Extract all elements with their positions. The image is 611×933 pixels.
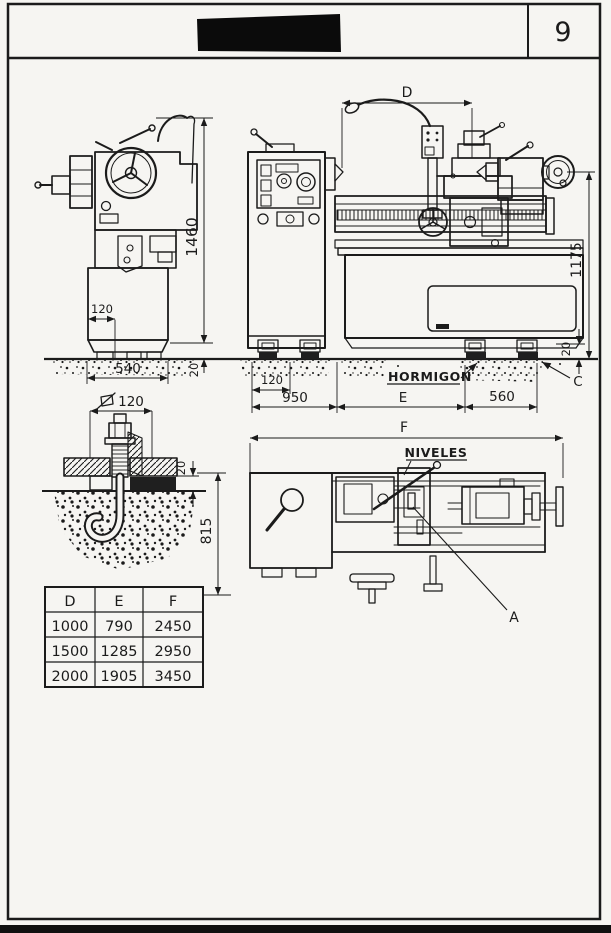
side-view-machine <box>34 114 198 360</box>
table-cell: 790 <box>105 619 133 635</box>
lamp-arm-icon <box>354 98 432 128</box>
side-view-dimensions: 1460 20 120 540 <box>86 117 213 384</box>
cabinet-door <box>427 285 577 332</box>
control-panel <box>256 159 321 209</box>
ref-label-a: A <box>509 610 519 626</box>
dim-front-span: D <box>402 85 413 101</box>
table-cell: 2950 <box>155 644 192 660</box>
dim-anchor-plate: 20 <box>174 461 188 476</box>
anchor-bolt-icon <box>63 413 178 491</box>
anchor-bolt-detail: 120 20 815 <box>42 392 231 596</box>
table-cell: 1905 <box>101 669 138 685</box>
dimension-table: D E F 1000 790 2450 1500 1285 2950 2000 … <box>44 586 204 688</box>
apron-handwheel-icon <box>418 207 448 237</box>
table-cell: 1000 <box>52 619 89 635</box>
front-view-dimensions: D 1175 20 120 950 E 560 HORMIGON C <box>251 85 595 413</box>
table-cell: 1500 <box>52 644 89 660</box>
table-header-f: F <box>169 594 177 610</box>
dim-anchor-square: 120 <box>118 394 144 410</box>
dim-side-height: 1460 <box>183 217 201 256</box>
handwheel-icon <box>104 146 158 200</box>
front-view-machine <box>247 98 584 359</box>
page-number: 9 <box>554 17 571 48</box>
scan-edge <box>0 925 611 933</box>
dim-side-grout: 20 <box>187 363 201 378</box>
plan-view-machine <box>249 460 564 604</box>
dim-front-grout: 20 <box>559 342 573 357</box>
dim-front-mid-span: E <box>399 390 408 406</box>
table-header-e: E <box>114 594 123 610</box>
table-cell: 3450 <box>155 669 192 685</box>
plan-view-dimensions: F NIVELES A <box>249 420 564 626</box>
tailstock <box>497 157 544 201</box>
table-header-d: D <box>64 594 75 610</box>
table-cell: 2000 <box>52 669 89 685</box>
dim-front-left-base: 950 <box>282 390 308 406</box>
dim-plan-span: F <box>400 420 408 436</box>
ref-label-c: C <box>573 374 582 390</box>
dim-side-foot-offset: 120 <box>91 302 113 316</box>
levels-label: NIVELES <box>404 445 467 460</box>
dim-front-center-height: 1175 <box>569 242 585 278</box>
dim-front-foot-offset: 120 <box>261 373 283 387</box>
dim-plan-depth: 815 <box>199 518 215 545</box>
dim-front-right-base: 560 <box>489 389 515 405</box>
table-cell: 2450 <box>155 619 192 635</box>
level-vial-icon <box>407 492 416 510</box>
ground-line <box>44 357 598 382</box>
level-tool-icon <box>372 465 437 511</box>
chuck-key-icon <box>280 488 304 512</box>
dim-side-base-width: 540 <box>115 361 141 377</box>
toolpost <box>463 130 485 146</box>
apron <box>449 197 509 247</box>
concrete-label: HORMIGON <box>388 369 472 384</box>
square-section-icon <box>97 392 116 409</box>
table-cell: 1285 <box>101 644 138 660</box>
redaction-bar <box>197 14 341 52</box>
base-cabinet <box>344 254 584 339</box>
carriage-plan <box>397 467 431 546</box>
lamp-arm-icon <box>157 114 188 142</box>
